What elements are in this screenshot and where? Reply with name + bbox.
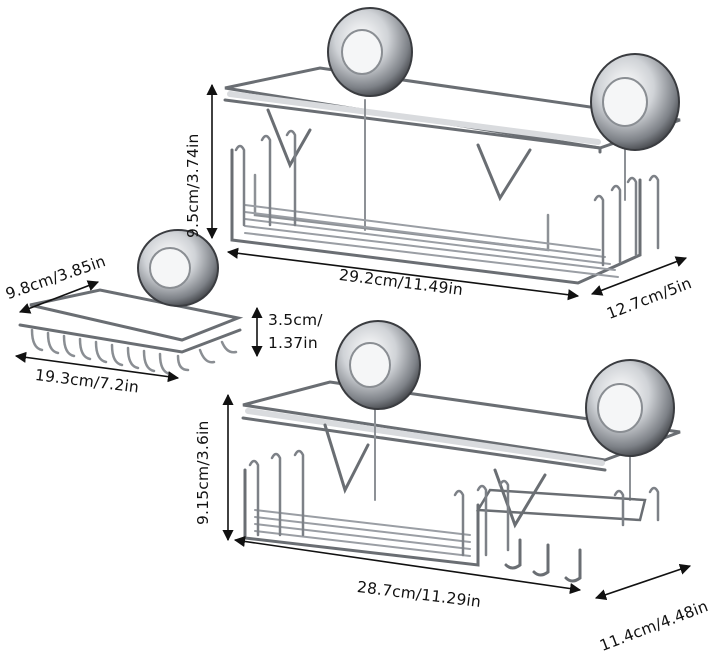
bottom-shelf: [241, 320, 681, 583]
soap-height-label-line2: 1.37in: [268, 334, 318, 352]
suction-cup-icon: [137, 229, 219, 307]
bottom-length-line: [233, 535, 582, 595]
suction-cup-icon: [327, 7, 413, 97]
suction-cup-icon: [585, 359, 675, 457]
hook-icon: [504, 538, 582, 583]
soap-dish: [18, 229, 244, 376]
dimension-lines: [14, 83, 692, 601]
soap-length-line: [14, 351, 180, 383]
suction-cup-icon: [590, 53, 680, 151]
bottom-height-label: 9.15cm/3.6in: [194, 420, 212, 525]
soap-depth-line: [18, 280, 100, 314]
top-length-line: [226, 247, 580, 301]
top-shelf: [223, 7, 681, 285]
bottom-depth-line: [594, 563, 692, 601]
top-height-label: 9.5cm/3.74in: [184, 133, 202, 238]
suction-cup-icon: [335, 320, 421, 410]
soap-height-label-line1: 3.5cm/: [268, 311, 323, 329]
top-depth-line: [590, 256, 688, 296]
